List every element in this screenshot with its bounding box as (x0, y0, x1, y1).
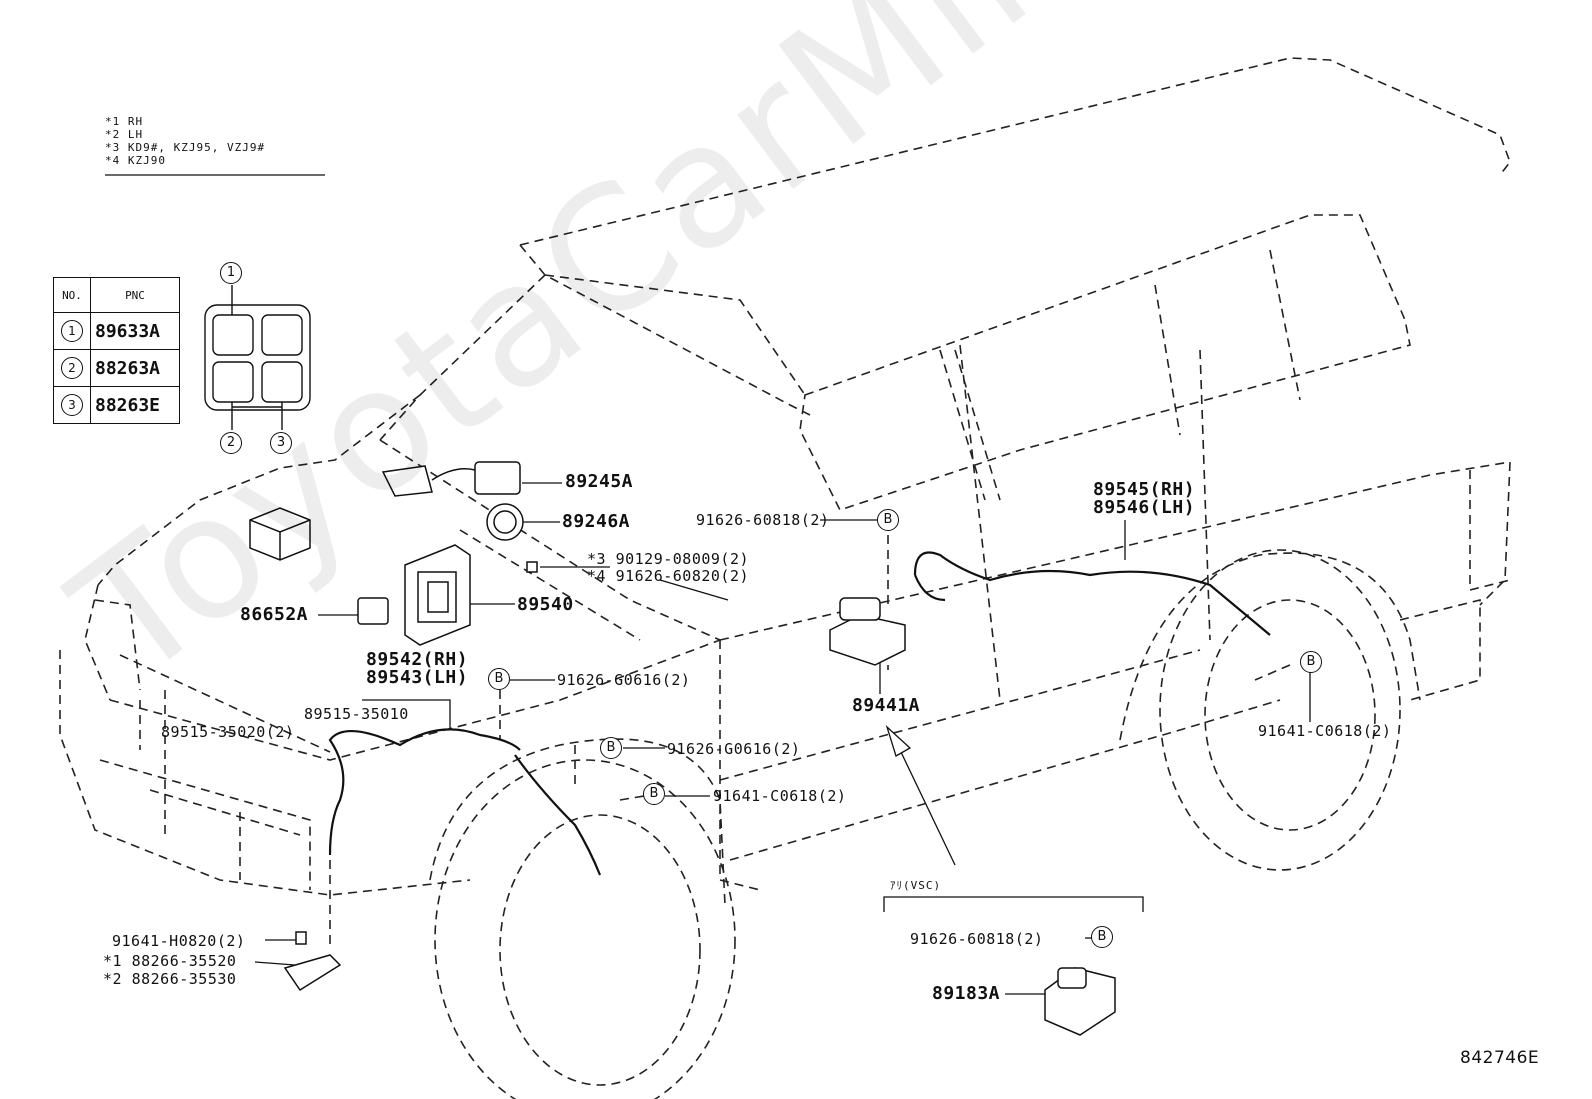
legend-row-2-pnc: 88263A (90, 349, 180, 387)
part-89246a: 89246A (562, 511, 631, 532)
legend-header-no: NO. (53, 277, 91, 313)
part-89540: 89540 (517, 594, 574, 615)
note-4: *4 KZJ90 (105, 154, 166, 167)
part-89543: 89543(LH) (366, 667, 469, 688)
part-89515-35010: 89515-35010 (304, 705, 409, 723)
badge-b-top: B (877, 509, 899, 531)
part-88266-35520: *1 88266-35520 (103, 952, 237, 970)
part-88266-35530: *2 88266-35530 (103, 970, 237, 988)
badge-b-c0618-rear: B (1300, 651, 1322, 673)
legend-row-1-no: 1 (61, 320, 83, 342)
note-2: *2 LH (105, 128, 144, 141)
legend-row-3-pnc: 88263E (90, 386, 180, 424)
badge-b-vsc: B (1091, 926, 1113, 948)
part-91641-h0820: 91641-H0820(2) (112, 932, 246, 950)
badge-b-g0616-a: B (488, 668, 510, 690)
legend-row-3-no: 3 (61, 394, 83, 416)
part-89245a: 89245A (565, 471, 634, 492)
part-89545: 89545(RH) (1093, 479, 1196, 500)
part-91626-g0616-b: 91626-G0616(2) (667, 740, 801, 758)
figure-id: 842746E (1460, 1048, 1540, 1068)
part-91626-g0616-a: 91626-G0616(2) (557, 671, 691, 689)
note-1: *1 RH (105, 115, 144, 128)
part-91641-c0618-rear: 91641-C0618(2) (1258, 722, 1392, 740)
part-89183a: 89183A (932, 983, 1001, 1004)
part-90129-08009: *3 90129-08009(2) (587, 550, 750, 568)
part-91626-60820: *4 91626-60820(2) (587, 567, 750, 585)
part-91641-c0618-front: 91641-C0618(2) (713, 787, 847, 805)
legend-row-1-pnc: 89633A (90, 312, 180, 350)
switch-callout-1: 1 (220, 262, 242, 284)
legend-header-pnc: PNC (90, 277, 180, 313)
part-89441a: 89441A (852, 695, 921, 716)
part-89515-35020: 89515-35020(2) (161, 723, 295, 741)
part-89542: 89542(RH) (366, 649, 469, 670)
pnc-legend-table: NO. PNC 1 89633A 2 88263A 3 88263E (53, 277, 180, 424)
note-3: *3 KD9#, KZJ95, VZJ9# (105, 141, 266, 154)
badge-b-g0616-b: B (600, 737, 622, 759)
vsc-label: ｱﾘ(VSC) (890, 879, 942, 892)
part-86652a: 86652A (240, 604, 309, 625)
legend-row-2-no: 2 (61, 357, 83, 379)
part-91626-60818-top: 91626-60818(2) (696, 511, 830, 529)
part-89546: 89546(LH) (1093, 497, 1196, 518)
switch-callout-3: 3 (270, 432, 292, 454)
switch-callout-2: 2 (220, 432, 242, 454)
badge-b-c0618-front: B (643, 783, 665, 805)
part-91626-60818-vsc: 91626-60818(2) (910, 930, 1044, 948)
